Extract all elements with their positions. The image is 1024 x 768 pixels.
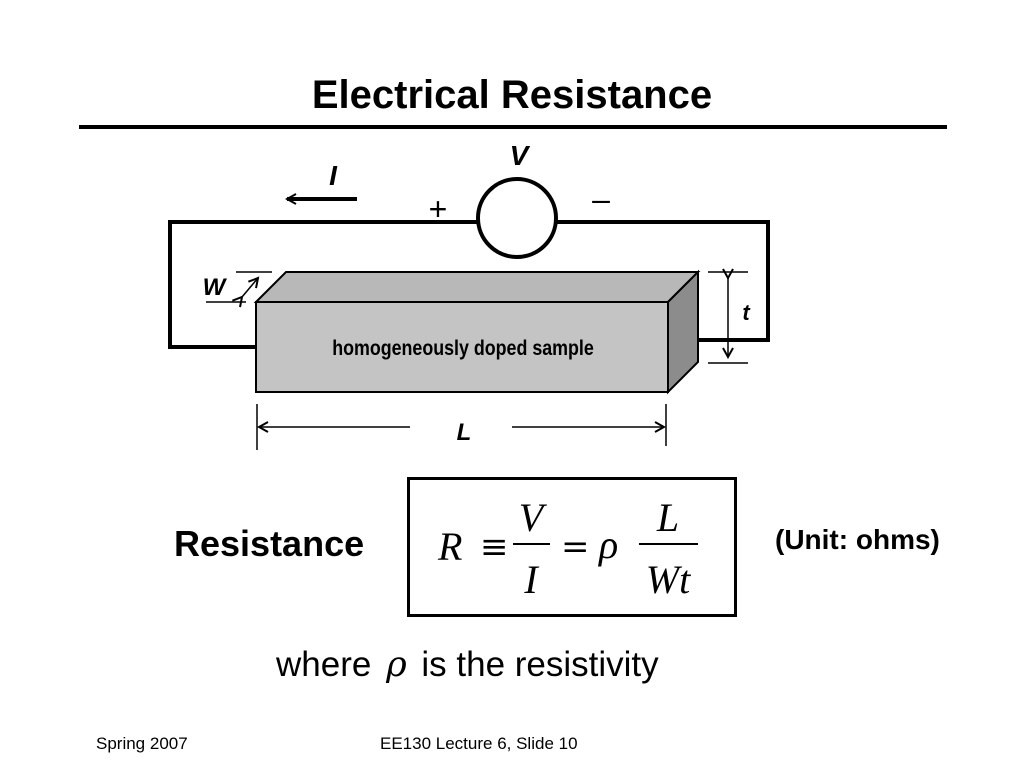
formula-den2: Wt <box>646 557 691 602</box>
plus-sign: + <box>429 191 448 227</box>
formula-equiv: ≡ <box>480 527 509 567</box>
voltage-label: V <box>510 140 531 171</box>
formula-num2: L <box>656 495 679 540</box>
formula-rho: ρ <box>597 522 618 567</box>
resistivity-note-prefix: where <box>276 645 372 684</box>
minus-sign: – <box>592 181 610 217</box>
width-dim-arrow <box>242 278 258 297</box>
thickness-label: t <box>742 300 751 325</box>
formula-equals: = <box>561 527 590 567</box>
unit-note: (Unit: ohms) <box>775 524 940 555</box>
resistivity-note-rho: ρ <box>386 645 407 685</box>
current-label: I <box>329 160 338 191</box>
resistivity-note-suffix: is the resistivity <box>421 645 659 684</box>
formula-lhs: R <box>437 524 462 569</box>
voltage-source <box>476 177 558 259</box>
sample-label: homogeneously doped sample <box>332 337 594 361</box>
left-wire <box>168 220 478 349</box>
formula-num1: V <box>519 495 548 540</box>
sample-front-face <box>255 301 669 393</box>
footer-course: EE130 Lecture 6, Slide 10 <box>380 734 578 753</box>
formula-box: R ≡ V I = ρ L Wt <box>407 477 737 617</box>
resistivity-note: where ρ is the resistivity <box>276 642 659 688</box>
sample-top-face <box>253 271 701 303</box>
title-underline <box>79 125 947 129</box>
slide-title: Electrical Resistance <box>311 73 713 117</box>
length-label: L <box>457 419 472 446</box>
width-label: W <box>203 274 228 301</box>
resistance-formula: R ≡ V I = ρ L Wt <box>437 495 698 602</box>
formula-den1: I <box>523 557 539 602</box>
footer-date: Spring 2007 <box>96 734 188 753</box>
resistance-label: Resistance <box>174 523 365 564</box>
